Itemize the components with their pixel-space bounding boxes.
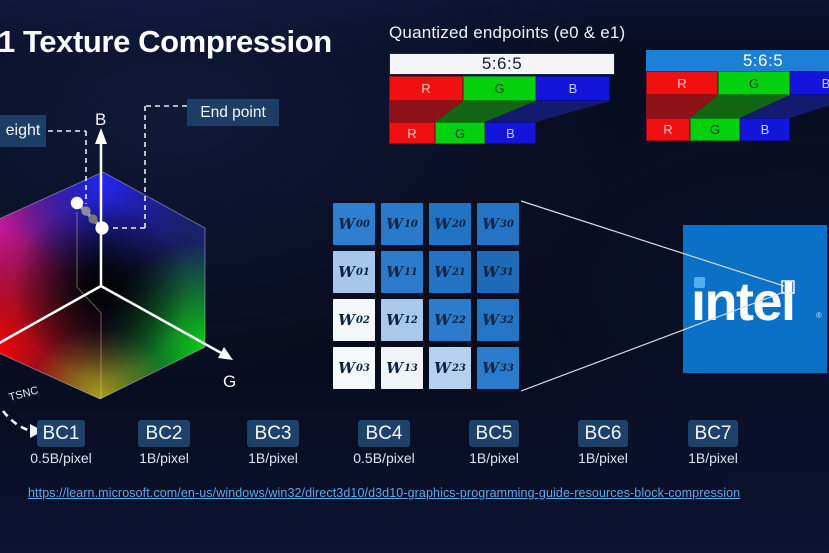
bc-format-rate-bc2: 1B/pixel bbox=[139, 450, 189, 466]
bc-format-badge-bc1: BC1 bbox=[37, 420, 85, 447]
channel-segment-r: R bbox=[389, 76, 463, 101]
channel-segment-b: B bbox=[536, 76, 610, 101]
channel-segment-b: B bbox=[485, 122, 536, 144]
b-axis-arrowhead bbox=[95, 128, 107, 144]
bc-format-rate-bc4: 0.5B/pixel bbox=[353, 450, 415, 466]
bc-format-badge-bc7: BC7 bbox=[688, 420, 738, 447]
channel-segment-r: R bbox=[646, 71, 718, 95]
channel-segment-g: G bbox=[463, 76, 536, 101]
cube-hidden-edges bbox=[76, 212, 102, 398]
b-axis-label: B bbox=[95, 110, 106, 129]
weight-leader bbox=[48, 130, 87, 204]
channel-segment-g: G bbox=[435, 122, 485, 144]
leader-lines bbox=[48, 105, 187, 229]
endpoint-label-text: End point bbox=[200, 103, 266, 121]
bc-format-rate-bc5: 1B/pixel bbox=[469, 450, 519, 466]
weight-label: eight bbox=[0, 115, 46, 147]
bc-format-rate-bc1: 0.5B/pixel bbox=[30, 450, 92, 466]
g-axis bbox=[100, 284, 224, 356]
page-title: 1 Texture Compression bbox=[0, 24, 332, 59]
endpoint-label: End point bbox=[187, 99, 279, 126]
tsnc-label: TSNC bbox=[8, 385, 40, 404]
intel-logo-text: ıntel bbox=[691, 272, 796, 332]
bc-format-rate-bc6: 1B/pixel bbox=[578, 450, 628, 466]
channel-segment-r: R bbox=[646, 118, 690, 141]
bc-format-badge-bc4: BC4 bbox=[358, 420, 410, 447]
bit-layout-header: 5:6:5 bbox=[389, 53, 615, 75]
bc-format-badge-bc3: BC3 bbox=[247, 420, 299, 447]
quantized-endpoints-heading: Quantized endpoints (e0 & e1) bbox=[389, 23, 626, 42]
channel-segment-g: G bbox=[690, 118, 740, 141]
bc-format-badge-bc5: BC5 bbox=[469, 420, 519, 447]
weight-label-text: eight bbox=[5, 122, 41, 139]
bc-format-badge-bc6: BC6 bbox=[578, 420, 628, 447]
g-axis-arrowhead bbox=[218, 347, 233, 360]
bc-format-badge-bc2: BC2 bbox=[138, 420, 190, 447]
channel-segment-b: B bbox=[790, 71, 829, 95]
bc-format-rate-bc7: 1B/pixel bbox=[688, 450, 738, 466]
r-axis bbox=[0, 284, 102, 344]
color-cube bbox=[0, 171, 206, 400]
reference-link[interactable]: https://learn.microsoft.com/en-us/window… bbox=[28, 486, 741, 500]
bc-format-rate-bc3: 1B/pixel bbox=[248, 450, 298, 466]
intel-logo: ıntel ® bbox=[683, 225, 827, 373]
registered-mark: ® bbox=[816, 311, 822, 320]
endpoint-dots bbox=[70, 196, 109, 235]
endpoint-leader bbox=[111, 105, 187, 229]
bit-layout-header: 5:6:5 bbox=[646, 50, 829, 71]
channel-segment-b: B bbox=[740, 118, 790, 141]
cube-axes bbox=[0, 142, 224, 356]
intel-i-dot-icon bbox=[694, 277, 705, 288]
g-axis-label: G bbox=[223, 372, 236, 391]
channel-segment-r: R bbox=[389, 122, 435, 144]
channel-segment-g: G bbox=[718, 71, 790, 95]
